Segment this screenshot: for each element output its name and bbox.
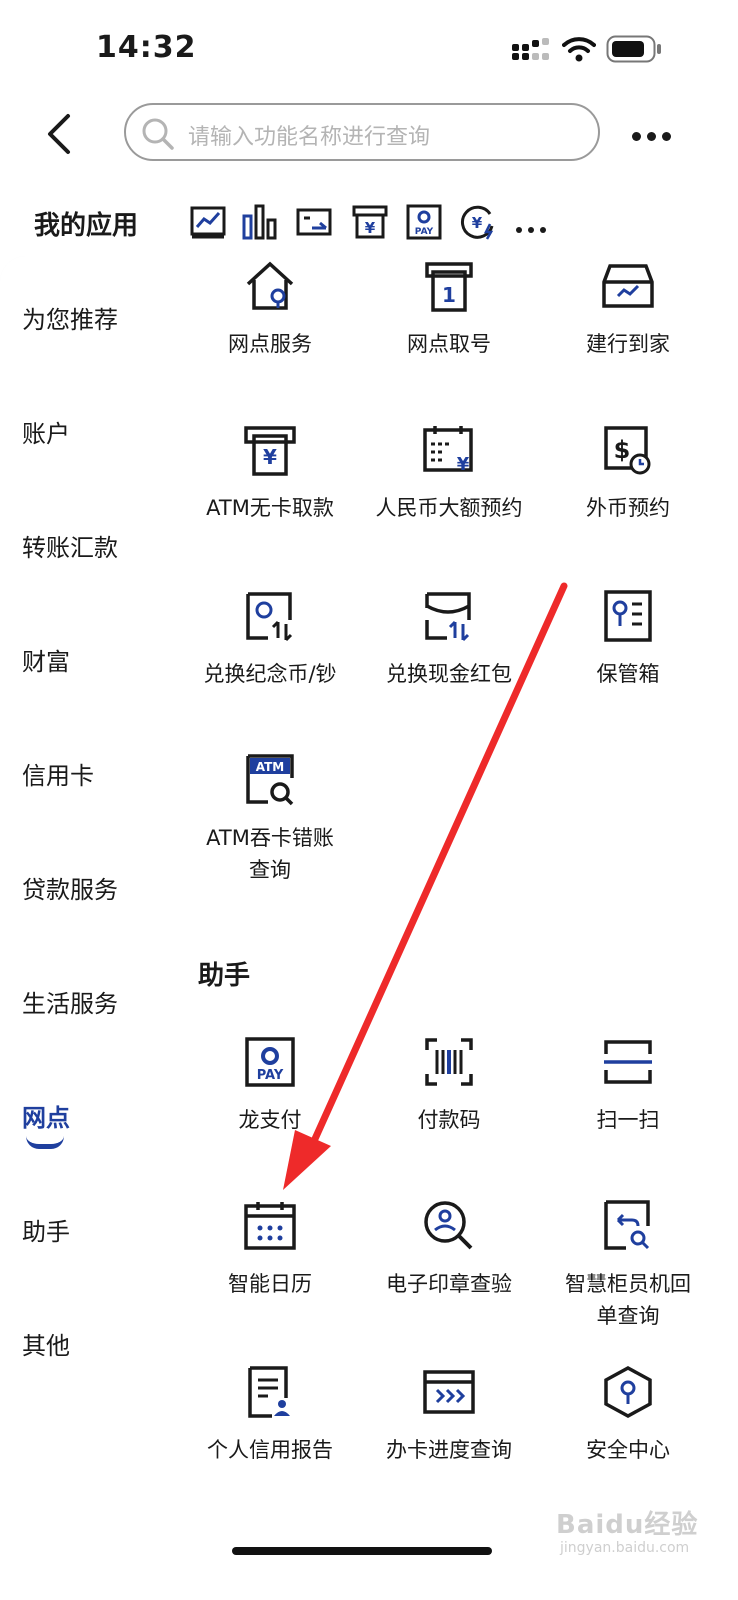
tile-ccb-home[interactable]: 建行到家 (538, 258, 718, 360)
tile-label: 个人信用报告 (207, 1438, 333, 1462)
ccb-pay-icon[interactable]: PAY (406, 204, 442, 240)
calendar-yuan-icon: ¥ (423, 426, 473, 475)
active-category-indicator (26, 1136, 64, 1149)
more-menu-button[interactable] (632, 126, 677, 145)
tile-personal-credit-report[interactable]: 个人信用报告 (180, 1364, 360, 1466)
category-account[interactable]: 账户 (22, 420, 70, 448)
stock-chart-icon[interactable] (190, 204, 226, 240)
search-icon (142, 118, 174, 150)
tile-label: 电子印章查验 (386, 1272, 512, 1296)
category-assistant[interactable]: 助手 (22, 1218, 70, 1246)
tile-security-center[interactable]: 安全中心 (538, 1364, 718, 1466)
tile-label: 兑换现金红包 (386, 662, 512, 686)
svg-text:1: 1 (442, 283, 456, 307)
tile-cash-red-packet[interactable]: 兑换现金红包 (359, 588, 539, 690)
svg-text:PAY: PAY (415, 227, 434, 237)
card-progress-icon (423, 1370, 475, 1414)
tile-label: ATM无卡取款 (206, 496, 334, 520)
tile-label: 人民币大额预约 (375, 496, 523, 520)
back-arrow-icon[interactable] (42, 112, 82, 156)
tile-label: 办卡进度查询 (386, 1438, 512, 1462)
receipt-search-icon (604, 1200, 650, 1250)
tile-label: 智慧柜员机回单查询 (565, 1272, 691, 1328)
category-sidebar: 为您推荐 账户 转账汇款 财富 信用卡 贷款服务 生活服务 网点 助手 其他 (0, 256, 168, 1486)
tile-label: 智能日历 (228, 1272, 312, 1296)
atm-search-icon: ATM (246, 754, 294, 806)
tile-payment-code[interactable]: 付款码 (359, 1034, 539, 1136)
tile-scan[interactable]: 扫一扫 (538, 1034, 718, 1136)
tile-card-progress-query[interactable]: 办卡进度查询 (359, 1364, 539, 1466)
category-life[interactable]: 生活服务 (22, 990, 118, 1018)
tile-smart-calendar[interactable]: 智能日历 (180, 1198, 360, 1300)
my-apps-more-button[interactable] (516, 218, 552, 237)
tile-label: 保管箱 (596, 662, 660, 686)
yuan-box-icon[interactable]: ¥ (352, 204, 388, 240)
tile-label: 兑换纪念币/钞 (203, 662, 337, 686)
tile-label: 外币预约 (586, 496, 670, 520)
battery-icon (606, 35, 661, 63)
safe-box-icon (604, 590, 652, 642)
red-packet-exchange-icon (425, 592, 471, 642)
svg-text:PAY: PAY (257, 1068, 284, 1083)
tile-label: 网点服务 (228, 332, 312, 356)
coin-exchange-icon (246, 592, 293, 642)
svg-text:$: $ (614, 436, 631, 464)
tile-atm-cardless[interactable]: ¥ ATM无卡取款 (180, 422, 360, 524)
tile-label: ATM吞卡错账查询 (206, 826, 334, 882)
tile-label: 安全中心 (586, 1438, 670, 1462)
shield-icon (604, 1366, 652, 1418)
wifi-icon (562, 37, 596, 62)
home-indicator[interactable] (232, 1547, 492, 1555)
watermark-brand: Baidu经验 (556, 1510, 699, 1540)
home-location-icon (246, 261, 294, 310)
search-input[interactable]: 请输入功能名称进行查询 (124, 103, 600, 161)
svg-text:¥: ¥ (472, 214, 483, 232)
tile-foreign-currency-reservation[interactable]: $ 外币预约 (538, 422, 718, 524)
tile-rmb-large-reservation[interactable]: ¥ 人民币大额预约 (359, 422, 539, 524)
svg-text:¥: ¥ (365, 219, 376, 237)
tile-label: 网点取号 (407, 332, 491, 356)
queue-ticket-icon: 1 (425, 262, 473, 312)
tile-smart-teller-receipt[interactable]: 智慧柜员机回单查询 (538, 1198, 718, 1332)
credit-report-icon (248, 1366, 290, 1418)
svg-text:¥: ¥ (457, 454, 470, 475)
card-transfer-icon[interactable] (296, 204, 332, 240)
my-apps-title: 我的应用 (34, 211, 139, 241)
atm-yuan-icon: ¥ (244, 426, 296, 476)
watermark-url: jingyan.baidu.com (560, 1540, 690, 1556)
tile-safe-deposit-box[interactable]: 保管箱 (538, 588, 718, 690)
category-credit-card[interactable]: 信用卡 (22, 762, 94, 790)
tile-long-pay[interactable]: PAY 龙支付 (180, 1034, 360, 1136)
search-placeholder: 请输入功能名称进行查询 (188, 125, 431, 150)
category-transfer[interactable]: 转账汇款 (22, 534, 118, 562)
ccb-pay-icon: PAY (245, 1037, 295, 1087)
category-wealth[interactable]: 财富 (22, 648, 70, 676)
home-box-icon (602, 264, 654, 308)
tile-commemorative-coin[interactable]: 兑换纪念币/钞 (180, 588, 360, 690)
tile-e-seal-verify[interactable]: 电子印章查验 (359, 1198, 539, 1300)
category-loan[interactable]: 贷款服务 (22, 876, 118, 904)
svg-text:ATM: ATM (256, 760, 284, 774)
category-other[interactable]: 其他 (22, 1332, 70, 1360)
yuan-exchange-icon[interactable]: ¥ (460, 204, 496, 240)
category-recommended[interactable]: 为您推荐 (22, 306, 118, 334)
tile-outlet-queue-number[interactable]: 1 网点取号 (359, 258, 539, 360)
bar-chart-icon[interactable] (242, 204, 278, 240)
svg-text:¥: ¥ (263, 445, 277, 469)
signal-icon (512, 38, 549, 60)
category-outlet[interactable]: 网点 (22, 1104, 70, 1132)
dollar-clock-icon: $ (604, 426, 651, 475)
section-title-assistant: 助手 (198, 961, 251, 991)
status-time: 14:32 (96, 30, 197, 65)
tile-label: 建行到家 (586, 332, 670, 356)
tile-label: 龙支付 (238, 1108, 302, 1132)
tile-outlet-service[interactable]: 网点服务 (180, 258, 360, 360)
scan-icon (604, 1040, 652, 1084)
calendar-icon (244, 1202, 296, 1250)
seal-search-icon (424, 1201, 473, 1250)
tile-label: 扫一扫 (596, 1108, 660, 1132)
tile-atm-card-swallow-query[interactable]: ATM ATM吞卡错账查询 (180, 752, 360, 886)
tile-label: 付款码 (417, 1108, 481, 1132)
barcode-scan-icon (425, 1038, 473, 1086)
